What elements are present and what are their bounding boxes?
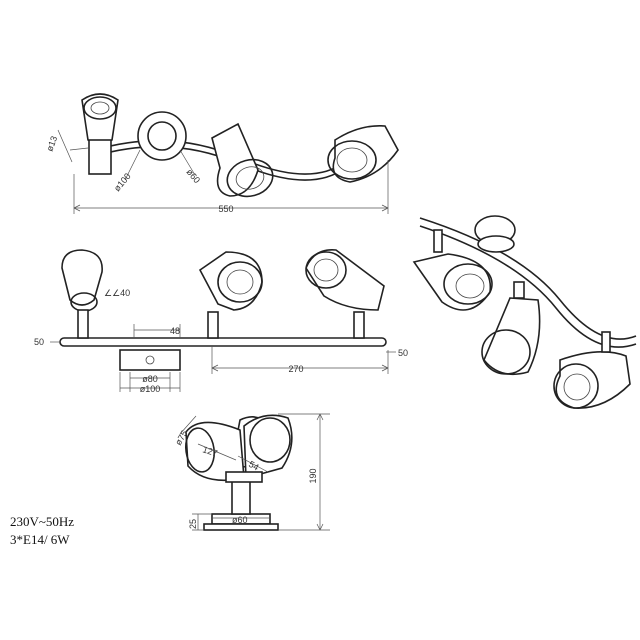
dim-shade-dia-13: ø13 <box>44 135 59 153</box>
dim-base-height: 25 <box>188 519 198 529</box>
right-arm-perspective <box>601 331 611 353</box>
dim-base-dia-100: ø100 <box>112 171 133 193</box>
front-view: ∠∠40 50 48 270 50 ø80 ø100 <box>34 249 408 394</box>
right-shade-perspective <box>555 351 631 409</box>
right-shade-front <box>305 249 385 311</box>
dim-plate-outer: ø100 <box>140 384 161 394</box>
base-flange <box>203 523 279 531</box>
spec-voltage: 230V~50Hz <box>10 514 75 529</box>
dim-bracket-span: 270 <box>288 364 303 374</box>
dim-plate-inner: ø80 <box>142 374 158 384</box>
perspective-view <box>412 215 637 409</box>
side-connector <box>225 471 263 483</box>
left-arm <box>77 309 89 339</box>
dim-arm-spacing: 48 <box>170 326 180 336</box>
right-arm <box>353 311 365 339</box>
dim-rod-offset-left: 50 <box>34 337 44 347</box>
spec-bulbs: 3*E14/ 6W <box>10 532 70 547</box>
middle-shade-top <box>211 122 259 197</box>
middle-arm <box>207 311 219 339</box>
dim-overall-length: 550 <box>218 204 233 214</box>
main-rod <box>59 337 387 347</box>
top-view: ø13 ø100 ø60 550 <box>44 93 399 214</box>
right-shade-side <box>243 414 293 480</box>
dim-base-dia-60: ø60 <box>184 167 202 185</box>
dim-total-height: 190 <box>308 468 318 483</box>
dim-shade-54: 54 <box>247 459 261 473</box>
dim-shade-len-127: 127 <box>201 444 218 458</box>
middle-arm-perspective <box>513 281 525 299</box>
side-view: ø75 127 54 190 25 ø60 <box>173 413 330 531</box>
left-arm-perspective <box>433 229 443 253</box>
dim-canopy-dia: ø60 <box>232 515 248 525</box>
dim-tilt-angle: ∠∠40 <box>104 288 130 298</box>
left-mount-block <box>88 139 112 175</box>
dim-rod-offset-right: 50 <box>398 348 408 358</box>
mounting-plate <box>119 349 181 371</box>
canopy-outer <box>137 111 187 161</box>
middle-shade-perspective <box>483 297 541 376</box>
left-shade-front <box>61 249 103 306</box>
